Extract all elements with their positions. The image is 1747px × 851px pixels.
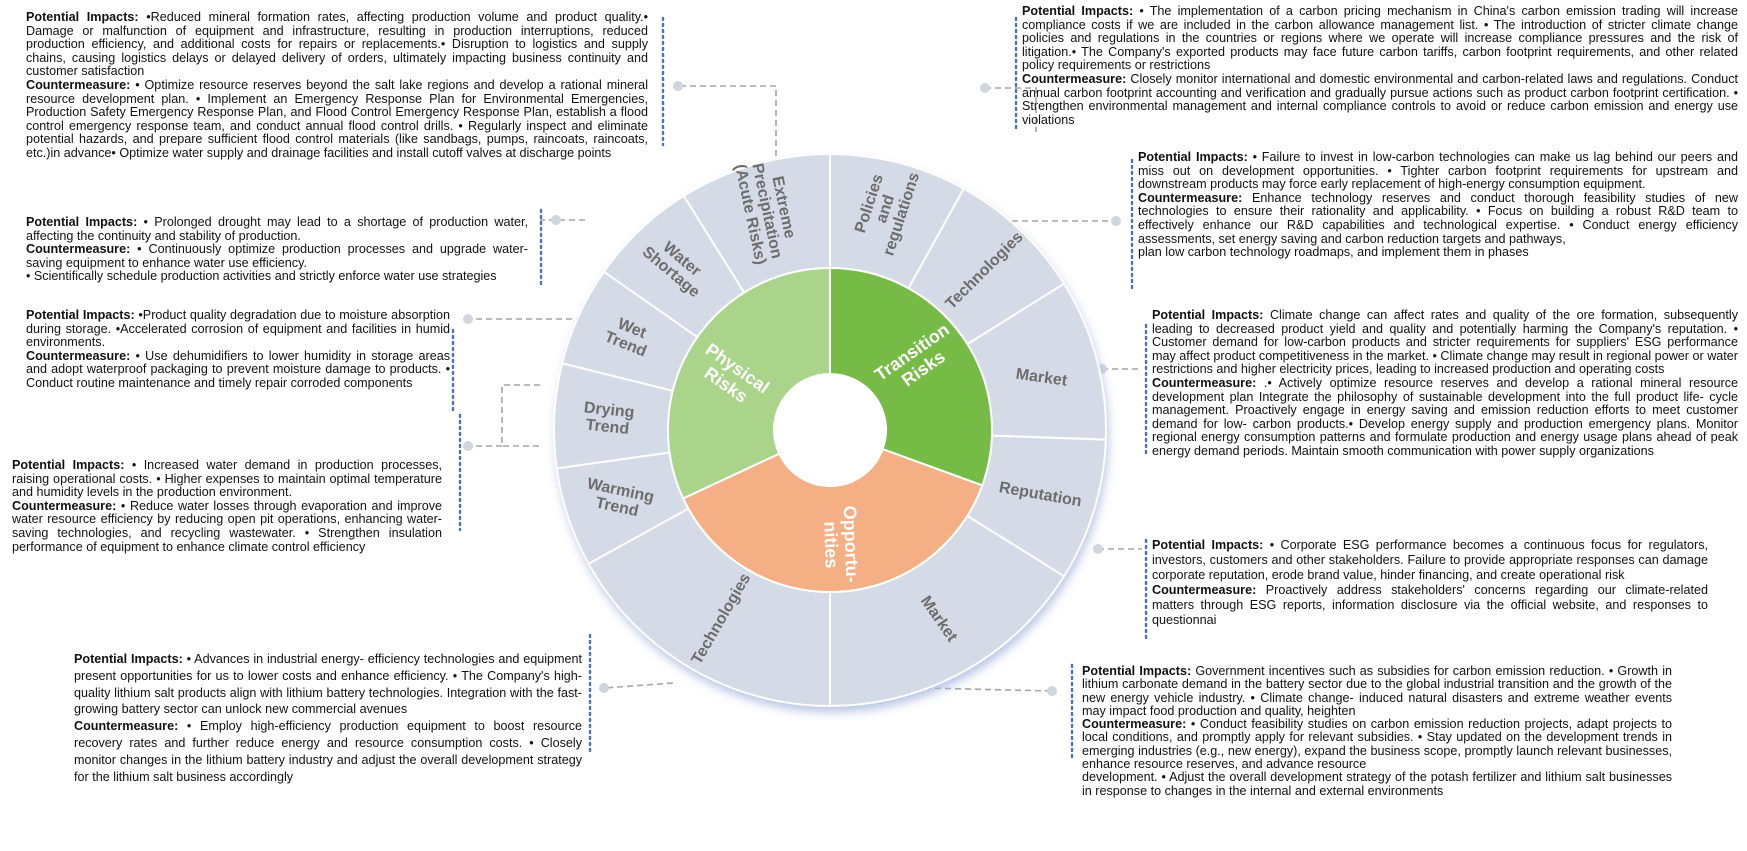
countermeasure-label: Countermeasure: [1138,190,1243,205]
potential-impacts-label: Potential Impacts: [26,308,135,322]
market-opportunity-block: Potential Impacts: Government incentives… [1082,664,1673,798]
transition-risks-sector [829,266,993,487]
potential-impacts-label: Potential Impacts: [74,652,183,666]
potential-impacts-text: • Corporate ESG performance becomes a co… [1152,538,1709,583]
potential-impacts-text: • Prolonged drought may lead to a shorta… [26,215,529,243]
potential-impacts-label: Potential Impacts: [1152,308,1264,322]
connector-dot [1093,544,1103,554]
countermeasure-label: Countermeasure: [26,348,131,363]
warming-drying-block: Potential Impacts: • Increased water dem… [12,458,442,554]
connector-lines [451,16,1148,762]
potential-impacts-text: • The implementation of a carbon pricing… [1022,4,1739,73]
countermeasure-label: Countermeasure: [1022,71,1127,86]
potential-impacts-text: Government incentives such as subsidies … [1082,664,1673,718]
potential-impacts-label: Potential Impacts: [1082,664,1192,678]
extra-text: • Scientifically schedule production act… [26,269,497,284]
potential-impacts-label: Potential Impacts: [1152,538,1264,552]
countermeasure-text: • Conduct feasibility studies on carbon … [1082,717,1672,772]
connector-dot [1047,686,1057,696]
countermeasure-label: Countermeasure: [1152,583,1257,598]
potential-impacts-label: Potential Impacts: [1138,150,1248,164]
segment-label-drying: DryingTrend [581,399,635,438]
segment-label-warming: WarmingTrend [582,475,655,522]
connector-dot [463,314,473,324]
connector-line [924,687,1053,692]
countermeasure-text: Closely monitor international and domest… [1022,71,1738,127]
extra-text: development. • Adjust the overall develo… [1082,770,1672,798]
center-hole [774,374,886,486]
countermeasure-label: Countermeasure: [26,77,131,92]
potential-impacts-text: • Advances in industrial energy- efficie… [74,652,583,717]
technologies-transition-block: Potential Impacts: • Failure to invest i… [1138,150,1738,260]
potential-impacts-label: Potential Impacts: [26,10,139,24]
connector-dot [980,83,990,93]
wet-trend-block: Potential Impacts: •Product quality degr… [26,308,450,391]
opportunities-label: Opportu-nities [820,505,863,583]
countermeasure-text: • Employ high-efficiency production equi… [74,719,582,784]
connector-dot [1111,216,1121,226]
market-transition-block: Potential Impacts: Climate change can af… [1152,308,1738,459]
countermeasure-text: • Continuously optimize production proce… [26,242,528,270]
countermeasure-label: Countermeasure: [26,242,131,257]
countermeasure-label: Countermeasure: [1082,717,1187,732]
connector-dot [673,81,683,91]
potential-impacts-label: Potential Impacts: [1022,4,1134,18]
potential-impacts-text: •Product quality degradation due to mois… [26,308,450,350]
connector-line [985,87,1037,132]
connector-dot [463,441,473,451]
connector-line [603,682,674,689]
connector-dot [551,215,561,225]
connector-dot [599,683,609,693]
potential-impacts-label: Potential Impacts: [12,458,125,472]
countermeasure-text: • Optimize resource reserves beyond the … [26,77,648,160]
connector-line [501,384,540,447]
potential-impacts-text: •Reduced mineral formation rates, affect… [26,10,649,79]
policies-block: Potential Impacts: • The implementation … [1022,4,1739,127]
reputation-block: Potential Impacts: • Corporate ESG perfo… [1152,538,1708,629]
potential-impacts-text: Climate change can affect rates and qual… [1152,308,1738,377]
extra-text: plan low carbon technology roadmaps, and… [1138,245,1529,260]
potential-impacts-text: • Failure to invest in low-carbon techno… [1138,150,1738,192]
countermeasure-text: Proactively address stakeholders' concer… [1152,583,1708,628]
countermeasure-text: .• Actively optimize resource reserves a… [1152,375,1738,458]
extreme-precipitation-block: Potential Impacts: •Reduced mineral form… [26,10,649,161]
countermeasure-label: Countermeasure: [1152,375,1257,390]
countermeasure-text: Enhance technology reserves and conduct … [1138,190,1738,246]
potential-impacts-label: Potential Impacts: [26,215,138,229]
potential-impacts-text: • Increased water demand in production p… [12,458,442,500]
technologies-opportunity-block: Potential Impacts: • Advances in industr… [74,651,582,785]
countermeasure-text: • Reduce water losses through evaporatio… [12,498,442,554]
countermeasure-text: • Use dehumidifiers to lower humidity in… [26,348,450,390]
countermeasure-label: Countermeasure: [74,719,179,734]
connector-line [678,85,777,166]
countermeasure-label: Countermeasure: [12,498,117,513]
water-shortage-block: Potential Impacts: • Prolonged drought m… [26,215,529,284]
